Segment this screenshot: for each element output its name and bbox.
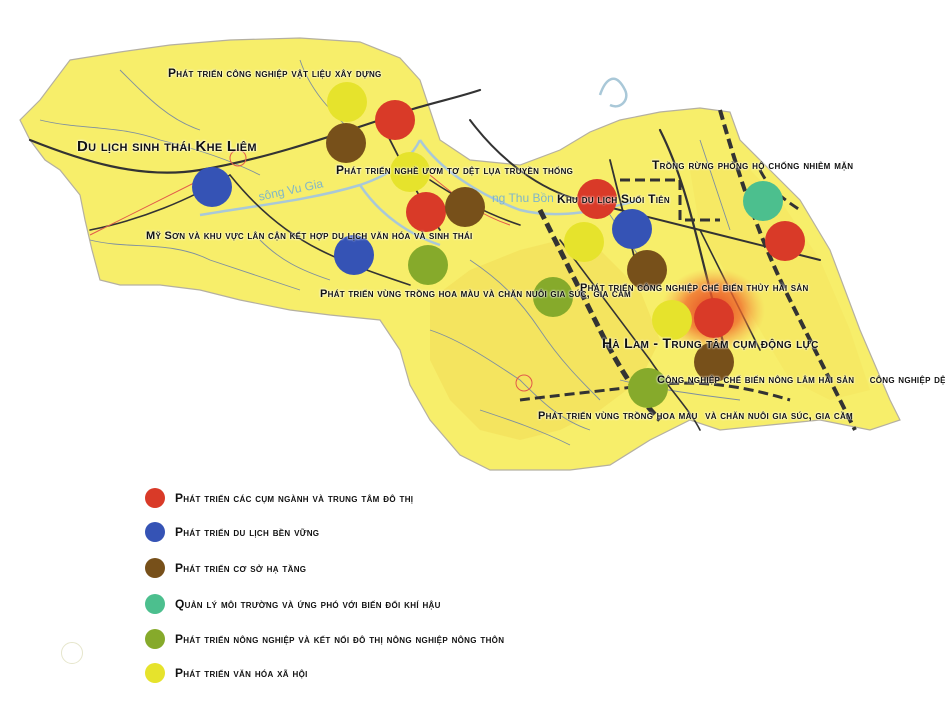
marker-green — [628, 368, 668, 408]
label-ha-lam: Hà Lam - Trung tâm cụm động lực — [602, 335, 819, 351]
label-khe-liem: Du lịch sinh thái Khe Liêm — [77, 138, 257, 155]
town-marker — [229, 149, 247, 167]
label-trong-hoa-mau-2: Phát triển vùng trồng hoa màu và chăn nu… — [538, 410, 853, 422]
legend-swatch — [145, 558, 165, 578]
legend-item: Phát triển du lịch bền vững — [145, 521, 319, 543]
legend-item: Phát triển cơ sở hạ tầng — [145, 557, 306, 579]
label-nong-lam-line2: công nghiệp dệt may da giày, SX VLXD — [869, 374, 945, 386]
label-suoi-tien: Khu du lịch Suối Tiên — [557, 192, 670, 206]
marker-green — [408, 245, 448, 285]
label-trong-hoa-mau-2-line1: Phát triển vùng trồng hoa màu — [538, 410, 698, 422]
legend-swatch — [145, 663, 165, 683]
legend-label: Phát triển du lịch bền vững — [175, 525, 320, 539]
marker-red — [375, 100, 415, 140]
town-marker — [515, 374, 533, 392]
marker-yellow — [327, 82, 367, 122]
legend-label: Quản lý môi trường và ứng phó với biến đ… — [175, 597, 441, 611]
legend-item: Phát triển văn hóa xã hội — [145, 662, 308, 684]
legend-swatch — [145, 522, 165, 542]
marker-green — [533, 277, 573, 317]
legend-item: Phát triển nông nghiệp và kết nối đô thị… — [145, 628, 504, 650]
marker-red — [694, 298, 734, 338]
marker-blue — [334, 235, 374, 275]
marker-brown — [627, 250, 667, 290]
marker-red — [577, 179, 617, 219]
legend-label: Phát triển cơ sở hạ tầng — [175, 561, 307, 575]
label-my-son: Mỹ Sơn và khu vực lân cận kết hợp du lịc… — [146, 230, 473, 242]
marker-yellow — [390, 152, 430, 192]
legend-item: Phát triển các cụm ngành và trung tâm đô… — [145, 487, 413, 509]
legend-swatch — [145, 488, 165, 508]
label-nong-lam: Công nghiệp chế biến nông lâm hải sản cô… — [657, 374, 945, 386]
label-trong-rung: Trồng rừng phòng hộ chống nhiễm mặn — [652, 158, 854, 172]
marker-red — [765, 221, 805, 261]
land-area — [19, 37, 901, 471]
label-trong-hoa-mau-1: Phát triển vùng trồng hoa màu và chăn nu… — [320, 288, 631, 300]
legend-item: Quản lý môi trường và ứng phó với biến đ… — [145, 593, 441, 615]
legend-label: Phát triển nông nghiệp và kết nối đô thị… — [175, 632, 505, 646]
marker-brown — [445, 187, 485, 227]
label-my-son-line1: Mỹ Sơn và khu vực lân cận — [146, 230, 287, 242]
label-trong-hoa-mau-2-line2: và chăn nuôi gia súc, gia cầm — [705, 410, 853, 422]
marker-blue — [192, 167, 232, 207]
marker-yellow — [652, 300, 692, 340]
decorative-circle — [61, 642, 83, 664]
marker-layer — [192, 82, 805, 408]
marker-brown — [694, 342, 734, 382]
legend-swatch — [145, 629, 165, 649]
label-nong-lam-line1: Công nghiệp chế biến nông lâm hải sản — [657, 374, 855, 386]
label-thuy-hai-san: Phát triển công nghiệp chế biến thủy hải… — [580, 282, 809, 294]
legend-swatch — [145, 594, 165, 614]
label-uom-to: Phát triển nghề ươm tơ dệt lụa truyền th… — [336, 163, 574, 177]
label-trong-hoa-mau-1-line2: và chăn nuôi gia súc, gia cầm — [483, 288, 631, 300]
marker-brown — [326, 123, 366, 163]
label-vat-lieu: Phát triển công nghiệp vật liệu xây dựng — [168, 66, 382, 80]
river-label-thu-bon: ng Thu Bồn — [492, 191, 554, 205]
legend-label: Phát triển văn hóa xã hội — [175, 666, 308, 680]
marker-teal — [743, 181, 783, 221]
label-my-son-line2: kết hợp du lịch văn hóa và sinh thái — [289, 230, 473, 242]
legend-label: Phát triển các cụm ngành và trung tâm đô… — [175, 491, 414, 505]
marker-yellow — [564, 222, 604, 262]
label-trong-hoa-mau-1-line1: Phát triển vùng trồng hoa màu — [320, 288, 480, 300]
marker-red — [406, 192, 446, 232]
marker-blue — [612, 209, 652, 249]
